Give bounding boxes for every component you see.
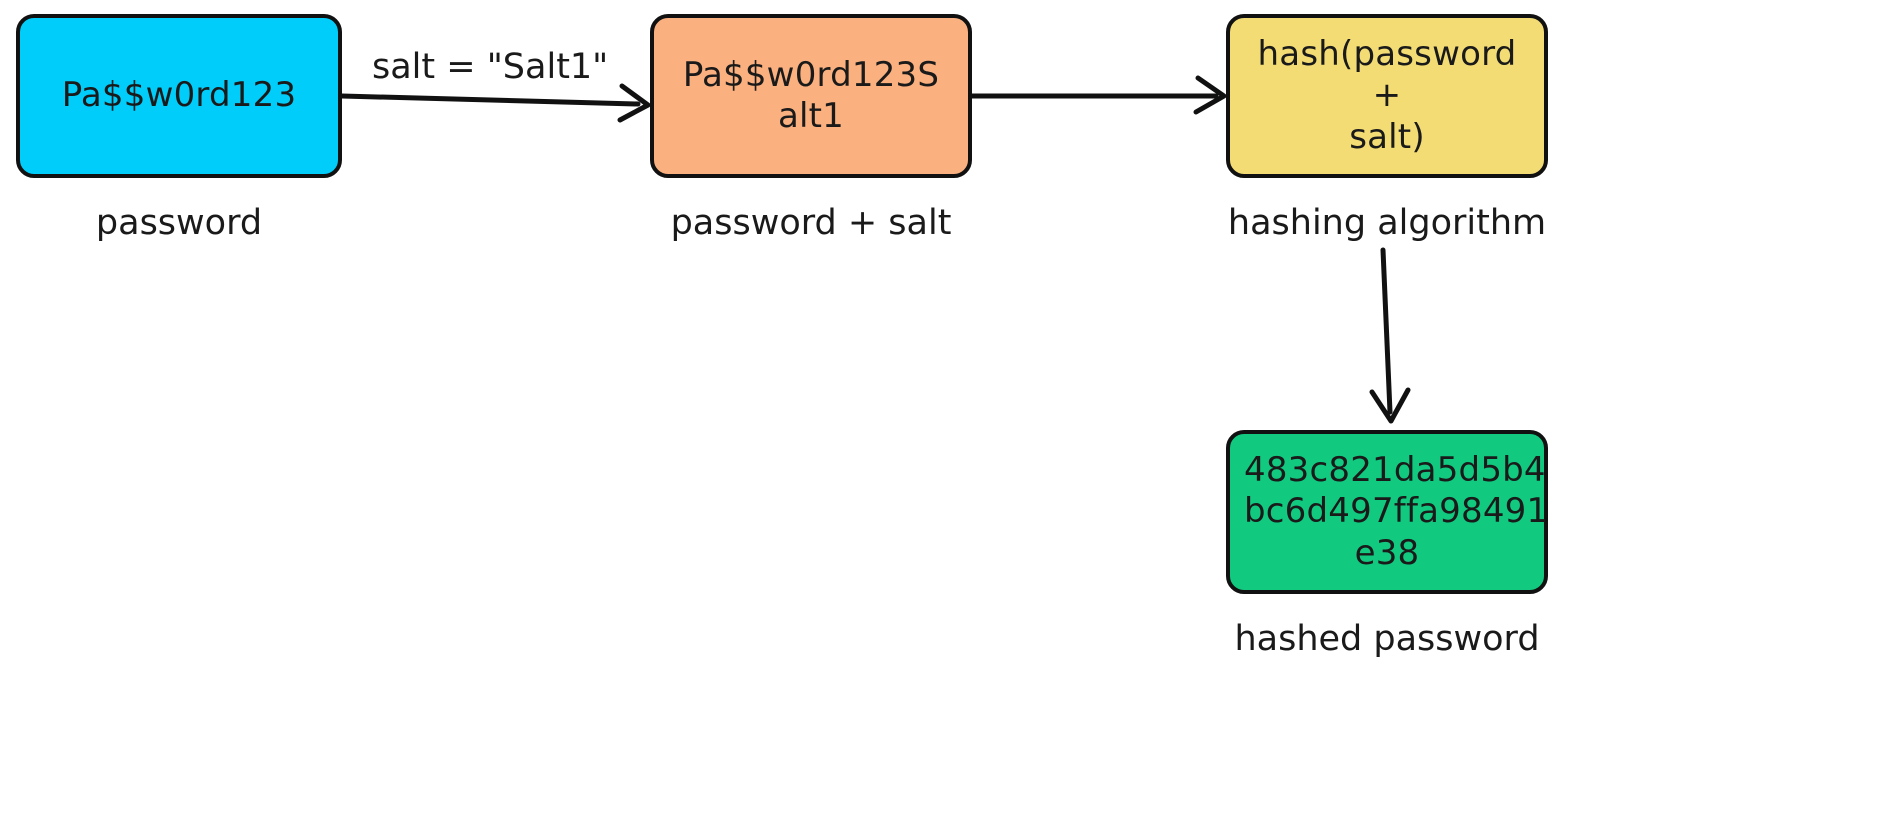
node-hashed-password-text: 483c821da5d5b4 bc6d497ffa98491 e38	[1244, 449, 1549, 573]
node-password-text: Pa$$w0rd123	[61, 75, 297, 116]
caption-hashing-algorithm: hashing algorithm	[1227, 203, 1547, 243]
node-password[interactable]: Pa$$w0rd123	[16, 14, 342, 178]
node-hashing-algorithm[interactable]: hash(password + salt)	[1226, 14, 1548, 178]
edge-password-to-salted	[339, 83, 651, 123]
edge-salted-to-hashfn	[969, 75, 1227, 115]
caption-password: password	[95, 203, 263, 243]
edge-hashfn-to-hash	[1369, 247, 1411, 424]
node-hashing-algorithm-text: hash(password + salt)	[1257, 33, 1517, 157]
edge-label-salt: salt = "Salt1"	[372, 47, 609, 87]
caption-salted-password: password + salt	[670, 203, 952, 243]
node-salted-password-text: Pa$$w0rd123S alt1	[682, 54, 940, 136]
node-hashed-password[interactable]: 483c821da5d5b4 bc6d497ffa98491 e38	[1226, 430, 1548, 594]
node-salted-password[interactable]: Pa$$w0rd123S alt1	[650, 14, 972, 178]
caption-hashed-password: hashed password	[1234, 619, 1540, 659]
